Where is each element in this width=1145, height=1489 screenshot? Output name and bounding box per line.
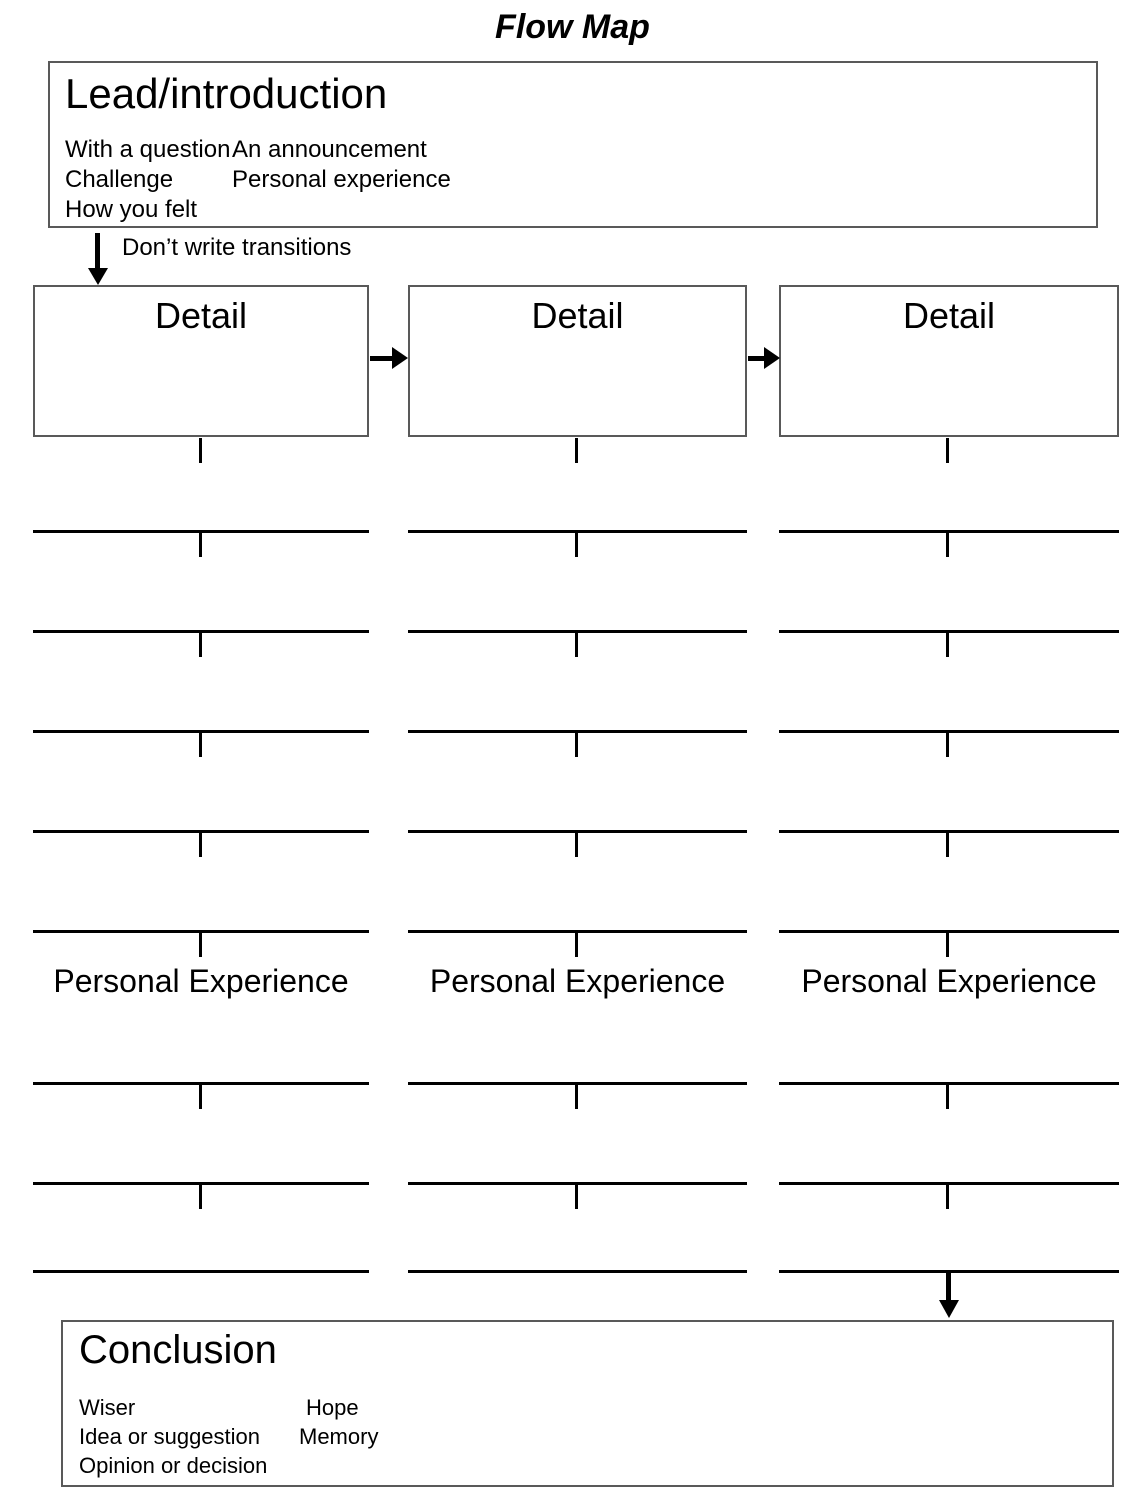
connector-tick [575,533,578,557]
conclusion-option: Wiser [79,1395,136,1420]
connector-tick [575,633,578,657]
personal-experience-label: Personal Experience [801,963,1097,999]
writing-line [33,930,369,933]
writing-line [408,530,747,533]
conclusion-heading: Conclusion [79,1328,277,1372]
lead-option: An announcement [232,136,427,163]
writing-line [779,730,1119,733]
writing-line [408,1082,747,1085]
page-title: Flow Map [495,8,650,46]
personal-experience-label: Personal Experience [429,963,726,999]
writing-line [779,1082,1119,1085]
conclusion-box: Conclusion Wiser Hope Idea or suggestion… [61,1320,1114,1487]
connector-tick [946,633,949,657]
detail-box-label: Detail [531,295,624,336]
writing-line [33,1082,369,1085]
writing-line [33,730,369,733]
connector-tick [946,833,949,857]
detail-box-1: Detail [33,285,369,437]
connector-tick [199,438,202,463]
writing-line [408,730,747,733]
lead-option: How you felt [65,196,198,223]
lead-option: Personal experience [232,166,451,193]
writing-line [33,530,369,533]
connector-tick [199,933,202,957]
writing-line [779,830,1119,833]
connector-tick [575,833,578,857]
transition-note: Don’t write transitions [122,234,352,261]
connector-tick [946,1185,949,1209]
writing-line [779,930,1119,933]
right-arrow-icon [370,347,408,369]
writing-line [33,830,369,833]
connector-tick [575,733,578,757]
personal-experience-label: Personal Experience [53,963,349,999]
right-arrow-icon [748,347,780,369]
connector-tick [946,438,949,463]
conclusion-option: Hope [306,1395,359,1420]
conclusion-option: Idea or suggestion [79,1424,261,1449]
connector-tick [199,1185,202,1209]
conclusion-option: Opinion or decision [79,1453,268,1478]
down-arrow-icon [85,233,111,285]
writing-line [779,530,1119,533]
connector-tick [946,1085,949,1109]
lead-option: Challenge [65,166,174,193]
lead-introduction-box: Lead/introduction With a question An ann… [48,61,1098,228]
writing-line [779,1182,1119,1185]
writing-line [779,630,1119,633]
connector-tick [575,1185,578,1209]
connector-tick [199,1085,202,1109]
lead-option: With a question [65,136,231,163]
connector-tick [575,1085,578,1109]
connector-tick [946,933,949,957]
connector-tick [199,533,202,557]
connector-tick [946,733,949,757]
writing-line [33,1270,369,1273]
writing-line [408,930,747,933]
detail-box-2: Detail [408,285,747,437]
connector-tick [575,933,578,957]
writing-line [33,630,369,633]
detail-box-label: Detail [154,295,248,336]
down-arrow-icon [936,1273,962,1318]
connector-tick [199,733,202,757]
writing-line [408,630,747,633]
writing-line [408,1182,747,1185]
writing-line [408,830,747,833]
conclusion-option: Memory [299,1424,379,1449]
connector-tick [199,833,202,857]
connector-tick [575,438,578,463]
detail-box-label: Detail [902,295,996,336]
lead-heading: Lead/introduction [65,70,388,117]
writing-line [33,1182,369,1185]
connector-tick [199,633,202,657]
writing-line [779,1270,1119,1273]
writing-line [408,1270,747,1273]
connector-tick [946,533,949,557]
detail-box-3: Detail [779,285,1119,437]
